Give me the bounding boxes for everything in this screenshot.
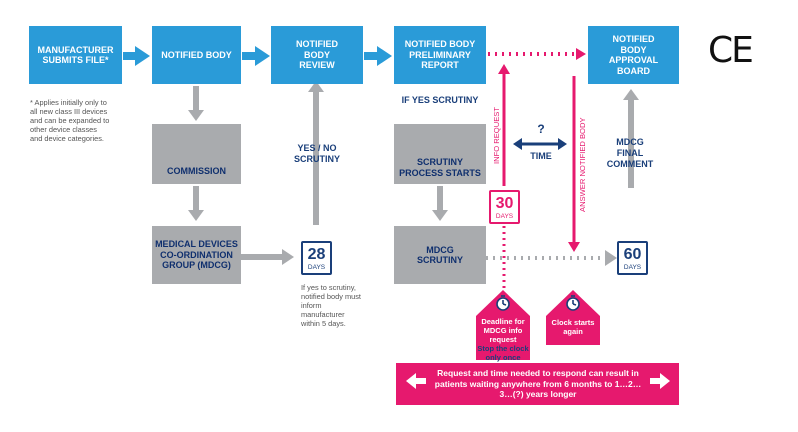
pink-tags xyxy=(476,290,600,360)
banner-bg xyxy=(396,363,679,405)
arrow-nb-to-review xyxy=(242,46,270,66)
question-mark: ? xyxy=(537,122,545,136)
time-label: TIME xyxy=(530,151,552,161)
mdcg-group-label: MEDICAL DEVICES CO-ORDINATION GROUP (MDC… xyxy=(155,239,238,271)
mdcg-scrutiny-label: MDCG SCRUTINY xyxy=(416,244,463,266)
calendar-28-unit: DAYS xyxy=(307,264,326,271)
approval-board-label: NOTIFIED BODY APPROVAL BOARD xyxy=(608,34,659,76)
if-yes-scrutiny-label: IF YES SCRUTINY xyxy=(401,95,479,105)
calendar-60-icon: 60 DAYS xyxy=(617,241,648,275)
calendar-60-unit: DAYS xyxy=(623,264,642,271)
applies-note: * Applies initially only to all new clas… xyxy=(30,98,110,143)
scrutiny-starts-box: SCRUTINY PROCESS STARTS xyxy=(394,124,486,184)
stop-clock-text: Stop the clock only once xyxy=(477,344,529,362)
calendar-30-icon: 30 DAYS xyxy=(489,190,520,224)
arrow-manufacturer-to-nb xyxy=(123,46,150,66)
deadline-tag xyxy=(476,290,530,360)
notified-body-box: NOTIFIED BODY xyxy=(152,26,241,84)
clock-tag xyxy=(546,290,600,345)
calendar-30-unit: DAYS xyxy=(495,213,514,220)
stopwatch-icon xyxy=(496,295,580,311)
deadline-tag-text: Deadline for MDCG info request Stop the … xyxy=(477,317,529,362)
inform-note: If yes to scrutiny, notified body must i… xyxy=(301,283,361,328)
manufacturer-box: MANUFACTURER SUBMITS FILE* xyxy=(29,26,122,84)
clock-restarts-text: Clock starts again xyxy=(551,318,595,336)
calendar-28-icon: 28 DAYS xyxy=(301,241,332,275)
yes-no-scrutiny-label: YES / NO SCRUTINY xyxy=(293,143,340,164)
mdcg-scrutiny-box: MDCG SCRUTINY xyxy=(394,226,486,284)
banner-text: Request and time needed to respond can r… xyxy=(434,368,642,399)
answer-notified-body-label: ANSWER NOTIFIED BODY xyxy=(578,117,587,212)
commission-label: COMMISSION xyxy=(166,165,226,176)
approval-board-box: NOTIFIED BODY APPROVAL BOARD xyxy=(588,26,679,84)
preliminary-report-box: NOTIFIED BODY PRELIMINARY REPORT xyxy=(394,26,486,84)
commission-box: COMMISSION xyxy=(152,124,241,184)
calendar-60-number: 60 xyxy=(623,246,642,263)
notified-body-review-box: NOTIFIED BODY REVIEW xyxy=(271,26,363,84)
mdcg-final-comment-label: MDCG FINAL COMMENT xyxy=(606,137,654,169)
scrutiny-starts-label: SCRUTINY PROCESS STARTS xyxy=(399,157,481,178)
notified-body-review-label: NOTIFIED BODY REVIEW xyxy=(296,39,338,71)
arrow-review-to-report xyxy=(364,46,392,66)
calendar-28-number: 28 xyxy=(307,246,326,263)
ce-mark: CE xyxy=(708,30,754,71)
info-request-label: INFO REQUEST xyxy=(492,107,501,164)
calendar-30-number: 30 xyxy=(495,195,514,212)
manufacturer-label: MANUFACTURER SUBMITS FILE* xyxy=(37,44,114,66)
mdcg-group-box: MEDICAL DEVICES CO-ORDINATION GROUP (MDC… xyxy=(152,226,241,284)
deadline-text: Deadline for MDCG info request xyxy=(481,317,525,344)
preliminary-report-label: NOTIFIED BODY PRELIMINARY REPORT xyxy=(404,39,476,71)
notified-body-label: NOTIFIED BODY xyxy=(161,49,232,60)
